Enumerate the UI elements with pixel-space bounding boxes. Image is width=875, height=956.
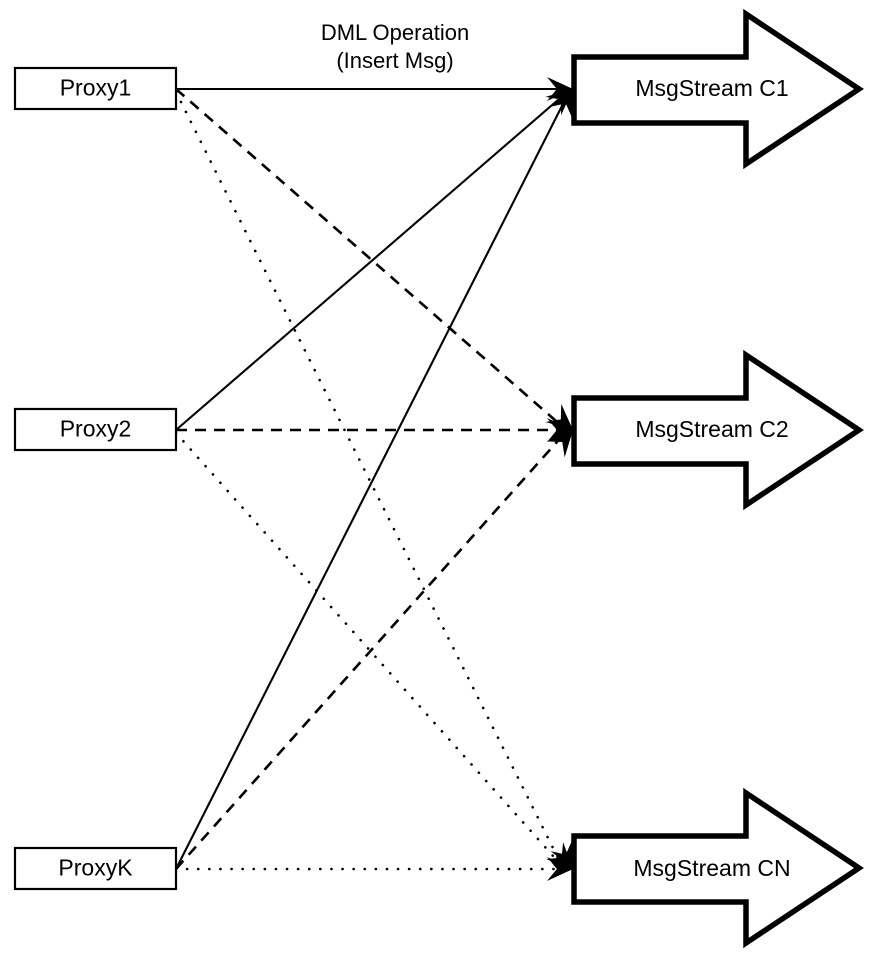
link-proxy2-to-cn xyxy=(174,431,564,868)
edge-label-layer: DML Operation (Insert Msg) xyxy=(321,20,469,73)
link-proxyk-to-c2 xyxy=(175,433,565,870)
streams-layer: MsgStream C1 MsgStream C2 MsgStream CN xyxy=(571,8,864,949)
link-proxyk-to-c1 xyxy=(175,95,568,870)
arrowhead-ah-pk-cn xyxy=(547,857,573,881)
arrowhead-ah-pk-c1 xyxy=(550,89,573,118)
msgstream-cn-shape xyxy=(571,787,864,949)
proxy-node-proxy1[interactable]: Proxy1 xyxy=(13,66,178,111)
msgstream-cn[interactable]: MsgStream CN xyxy=(571,787,864,949)
link-proxy1-to-cn xyxy=(174,90,564,868)
msgstream-c1-label: MsgStream C1 xyxy=(635,75,788,101)
edge-label-line-2: (Insert Msg) xyxy=(336,48,453,73)
proxy-node-proxy2[interactable]: Proxy2 xyxy=(13,407,178,452)
links-layer xyxy=(174,87,568,871)
arrowhead-ah-p2-cn xyxy=(546,842,573,869)
msgstream-c1-shape xyxy=(571,8,864,170)
msgstream-c2-label: MsgStream C2 xyxy=(635,416,788,442)
proxy-proxyk-box xyxy=(13,846,178,891)
msgstream-cn-label: MsgStream CN xyxy=(633,855,790,881)
msgstream-c2[interactable]: MsgStream C2 xyxy=(571,349,864,511)
proxy-proxy2-box xyxy=(13,407,178,452)
proxy-proxy1-box xyxy=(13,66,178,111)
msgstream-c2-shape xyxy=(571,349,864,511)
link-proxy2-to-c1 xyxy=(175,92,567,431)
proxy-node-proxyk[interactable]: ProxyK xyxy=(13,846,178,891)
proxy-proxy2-label: Proxy2 xyxy=(60,416,132,442)
msgstream-c1[interactable]: MsgStream C1 xyxy=(571,8,864,170)
proxy-proxy1-label: Proxy1 xyxy=(60,75,132,101)
link-proxy1-to-c2 xyxy=(175,88,565,429)
arrowhead-ah-p2-c2 xyxy=(547,418,573,442)
edge-label-line-1: DML Operation xyxy=(321,20,469,45)
arrowhead-ah-pk-c2 xyxy=(546,430,573,458)
arrowheads-layer xyxy=(545,77,573,881)
proxy-proxyk-label: ProxyK xyxy=(58,855,133,881)
